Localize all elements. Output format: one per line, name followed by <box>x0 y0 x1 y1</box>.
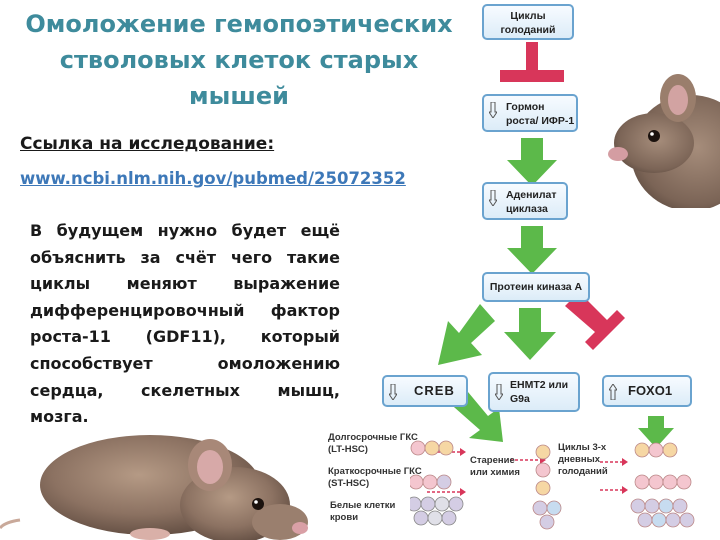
node-creb: CREB <box>382 375 468 407</box>
up-indicator-icon <box>609 384 617 400</box>
cells-lt-hsc-left <box>411 441 453 455</box>
cells-white-left <box>410 497 463 525</box>
node-ehmt2: ЕНМТ2 или G9a <box>488 372 580 412</box>
down-indicator-icon <box>489 102 497 118</box>
green-diagonal-arrow-creb <box>438 304 495 365</box>
inhibition-arrow-top <box>500 42 564 82</box>
cells-middle <box>533 445 561 529</box>
green-down-arrow-1 <box>507 138 557 186</box>
down-indicator-icon <box>495 384 503 400</box>
down-indicator-icon <box>389 384 397 400</box>
cell-clusters <box>410 440 720 540</box>
cells-st-hsc-left <box>410 475 451 489</box>
node-fasting-cycles: Циклы голоданий <box>482 4 574 40</box>
green-down-arrow-2 <box>507 226 557 274</box>
node-adenylate-cyclase: Аденилат циклаза <box>482 182 568 220</box>
down-indicator-icon <box>489 190 497 206</box>
node-foxo1: FOXO1 <box>602 375 692 407</box>
node-growth-hormone: Гормон роста/ ИФР-1 <box>482 94 578 132</box>
node-protein-kinase-a: Протеин киназа А <box>482 272 590 302</box>
green-down-arrow-3 <box>504 308 556 360</box>
label-white-blood-cells: Белые клетки крови <box>330 500 400 524</box>
cells-right <box>631 443 694 527</box>
